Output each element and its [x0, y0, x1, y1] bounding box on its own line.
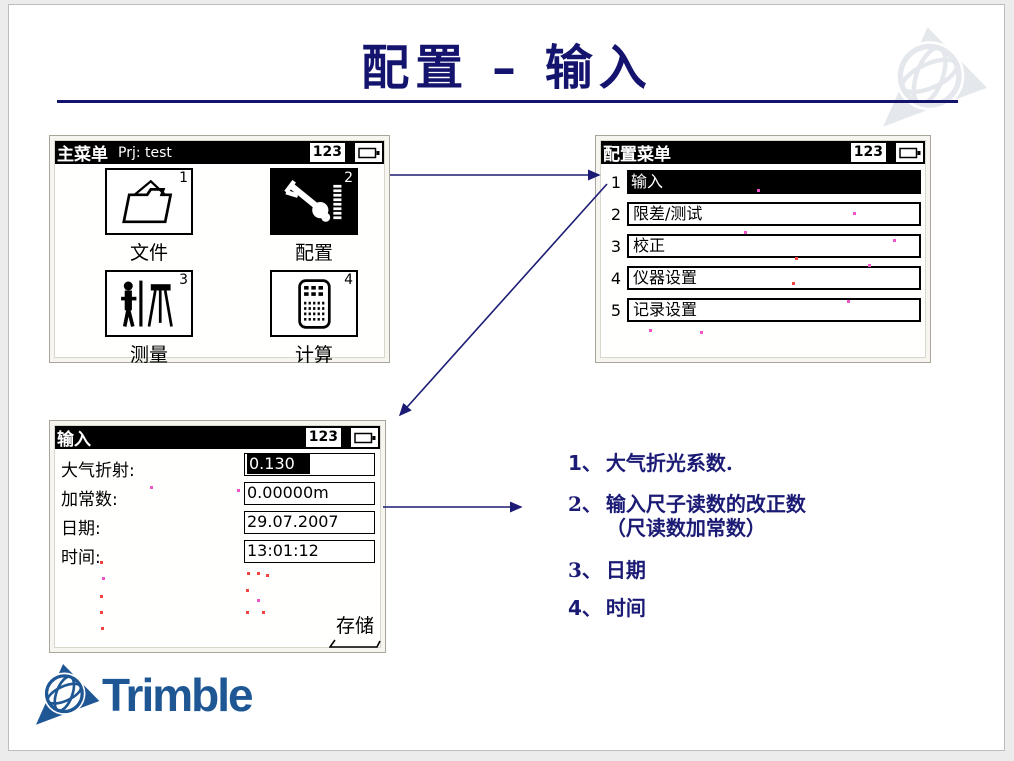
tile-label-files: 文件 [129, 242, 168, 264]
tile-number: 4 [344, 272, 353, 288]
menu-item-label: 限差/测试 [627, 202, 921, 226]
note-item-1: 1、 大气折光系数. [568, 451, 733, 475]
note-text: 输入尺子读数的改正数 [605, 492, 806, 516]
field-label-additive-constant: 加常数: [61, 490, 118, 510]
note-number: 1、 [568, 451, 602, 475]
menu-item-label: 校正 [627, 234, 921, 258]
input-screen: 输入 123 大气折射: 0.130 加常数: 0.00000m 日期: 29.… [49, 420, 386, 653]
date-field[interactable]: 29.07.2007 [244, 511, 375, 534]
title-underline [57, 100, 958, 103]
menu-item-recording-settings[interactable]: 5 记录设置 [605, 298, 921, 322]
menu-tile-config[interactable]: 2 配置 [270, 168, 358, 265]
trimble-logo-text: Trimble [102, 669, 254, 721]
store-softkey-label: 存储 [335, 615, 374, 637]
tile-number: 2 [344, 170, 353, 186]
tile-number: 1 [179, 170, 188, 186]
note-number: 3、 [568, 558, 602, 582]
note-number: 4、 [568, 596, 602, 620]
config-menu-titlebar: 配置菜单 123 [601, 141, 925, 165]
project-name: Prj: test [118, 144, 172, 161]
menu-item-label: 记录设置 [627, 298, 921, 322]
wrench-hand-icon [284, 179, 342, 222]
input-titlebar: 输入 123 [55, 426, 380, 450]
field-value: 0.130 [247, 453, 310, 474]
surveyor-tripod-icon [121, 280, 173, 327]
refraction-field[interactable]: 0.130 [244, 453, 375, 476]
field-value: 0.00000m [247, 483, 329, 502]
tile-label-survey: 测量 [129, 344, 168, 366]
trimble-globe-icon [34, 662, 100, 728]
time-field[interactable]: 13:01:12 [244, 540, 375, 563]
note-text: 大气折光系数. [605, 451, 733, 475]
note-item-4: 4、 时间 [568, 596, 646, 620]
note-text: 时间 [605, 596, 646, 620]
battery-icon [351, 428, 378, 447]
battery-icon [355, 143, 382, 162]
main-menu-screen: 主菜单 Prj: test 123 1 文件 2 [49, 135, 390, 366]
menu-item-number: 1 [610, 172, 622, 192]
note-text-line2: （尺读数加常数） [605, 516, 766, 540]
field-value: 29.07.2007 [247, 512, 339, 531]
field-label-refraction: 大气折射: [61, 461, 135, 481]
tile-number: 3 [179, 272, 188, 288]
calculator-icon [298, 278, 331, 329]
menu-item-instrument-settings[interactable]: 4 仪器设置 [605, 266, 921, 290]
screen-title: 主菜单 [57, 145, 108, 165]
additive-constant-field[interactable]: 0.00000m [244, 482, 375, 505]
tile-label-calc: 计算 [294, 344, 333, 366]
menu-item-number: 3 [610, 236, 622, 256]
screen-title: 输入 [57, 430, 91, 450]
main-menu-titlebar: 主菜单 Prj: test 123 [55, 141, 384, 165]
menu-item-label: 仪器设置 [627, 266, 921, 290]
screen-title: 配置菜单 [603, 145, 671, 165]
menu-tile-calc[interactable]: 4 计算 [270, 270, 358, 367]
config-menu-screen: 配置菜单 123 1 输入 2 限差/测试 3 校正 4 仪器设置 5 记录设置 [595, 135, 931, 363]
input-mode-badge: 123 [309, 143, 345, 162]
note-text: 日期 [605, 558, 646, 582]
input-mode-badge: 123 [305, 428, 341, 447]
tile-label-config: 配置 [294, 242, 333, 264]
note-item-2: 2、 输入尺子读数的改正数 （尺读数加常数） [568, 492, 806, 540]
page-title: 配置 – 输入 [361, 40, 653, 96]
field-value: 13:01:12 [247, 541, 319, 560]
battery-icon [896, 143, 923, 162]
menu-item-input[interactable]: 1 输入 [605, 170, 921, 194]
menu-item-tolerance-test[interactable]: 2 限差/测试 [605, 202, 921, 226]
note-number: 2、 [568, 492, 602, 516]
softkey-underline [329, 639, 381, 648]
menu-tile-survey[interactable]: 3 测量 [105, 270, 193, 367]
menu-tile-files[interactable]: 1 文件 [105, 168, 193, 265]
field-label-date: 日期: [61, 519, 101, 539]
folder-icon [122, 179, 173, 223]
menu-item-adjustment[interactable]: 3 校正 [605, 234, 921, 258]
menu-item-number: 2 [610, 204, 622, 224]
menu-item-number: 5 [610, 300, 622, 320]
menu-item-number: 4 [610, 268, 622, 288]
note-item-3: 3、 日期 [568, 558, 646, 582]
menu-item-label: 输入 [627, 170, 921, 194]
input-mode-badge: 123 [850, 143, 886, 162]
trimble-logo: Trimble [34, 662, 254, 728]
store-softkey[interactable]: 存储 [329, 611, 381, 648]
field-label-time: 时间: [61, 548, 101, 568]
